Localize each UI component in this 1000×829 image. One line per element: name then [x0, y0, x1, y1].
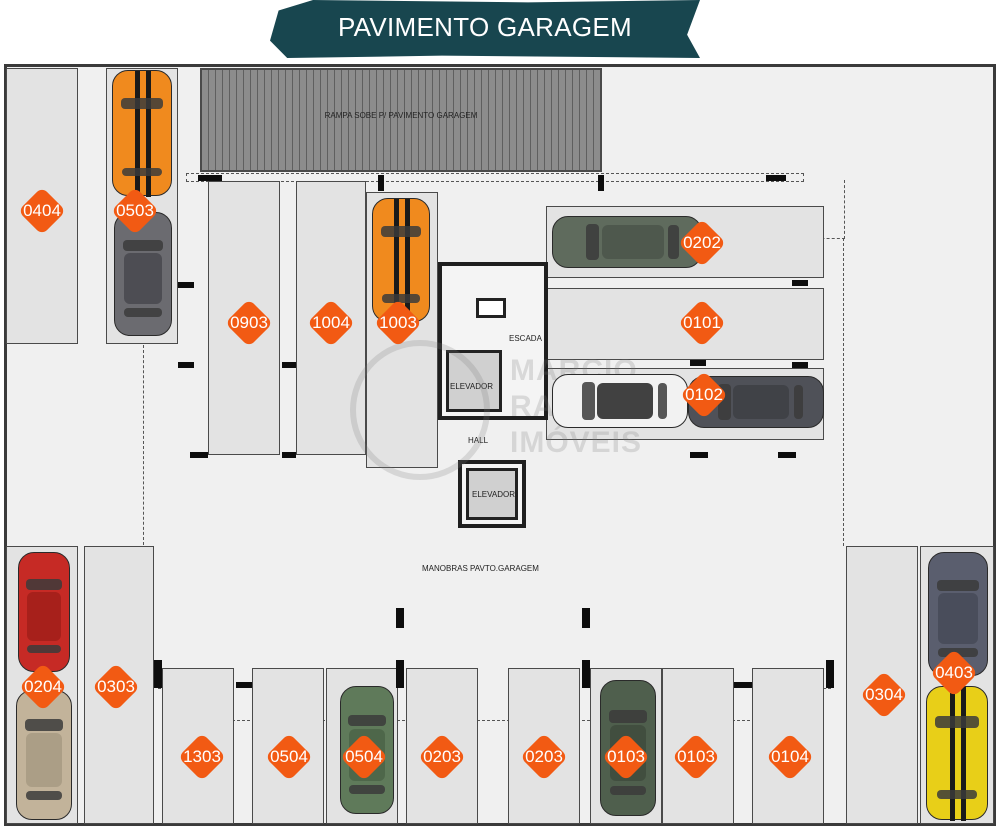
pillar: [396, 608, 404, 628]
pillar: [154, 660, 162, 688]
spot-badge-0303: 0303: [91, 662, 141, 712]
pillar: [582, 608, 590, 628]
pillar: [396, 660, 404, 688]
stairs-label: ESCADA: [509, 334, 542, 343]
spot-badge-0104: 0104: [765, 732, 815, 782]
elevator-lower-label: ELEVADOR: [472, 490, 515, 499]
watermark-emblem: [350, 340, 490, 480]
circulation-line: [143, 345, 144, 545]
spot-badge-0503: 0503: [110, 186, 160, 236]
stair-landing: [476, 298, 506, 318]
spot-badge-1303: 1303: [177, 732, 227, 782]
pillar: [178, 282, 194, 288]
car-red: [18, 552, 70, 672]
car-white: [552, 374, 688, 428]
pillar: [198, 175, 222, 181]
pillar: [282, 452, 296, 458]
spot-badge-0203: 0203: [417, 732, 467, 782]
pillar: [826, 660, 834, 688]
pillar: [690, 360, 706, 366]
pillar: [582, 660, 590, 688]
ramp: [200, 68, 602, 172]
spot-badge-0202: 0202: [677, 218, 727, 268]
pillar: [282, 362, 296, 368]
pillar: [690, 452, 708, 458]
pillar: [598, 175, 604, 191]
spot-badge-0404: 0404: [17, 186, 67, 236]
pillar: [236, 682, 252, 688]
elevator-lower: [466, 468, 518, 520]
spot-badge-0103: 0103: [601, 732, 651, 782]
spot-badge-1003: 1003: [373, 298, 423, 348]
spot-badge-0504: 0504: [339, 732, 389, 782]
circulation-line: [212, 720, 780, 721]
spot-badge-0903: 0903: [224, 298, 274, 348]
ramp-label: RAMPA SOBE P/ PAVIMENTO GARAGEM: [324, 111, 478, 120]
spot-badge-0304: 0304: [859, 670, 909, 720]
pillar: [766, 175, 786, 181]
spot-badge-0204: 0204: [18, 662, 68, 712]
spot-badge-0504: 0504: [264, 732, 314, 782]
spot-badge-1004: 1004: [306, 298, 356, 348]
title-banner: [270, 0, 700, 58]
pillar: [178, 362, 194, 368]
pillar: [378, 175, 384, 191]
pillar: [778, 452, 796, 458]
car-yellow: [926, 686, 988, 821]
pillar: [792, 362, 808, 368]
spot-badge-0103: 0103: [671, 732, 721, 782]
pillar: [190, 452, 208, 458]
circulation-line: [843, 238, 844, 546]
ramp-threshold: [186, 173, 804, 182]
spot-badge-0102: 0102: [679, 370, 729, 420]
spot-badge-0203: 0203: [519, 732, 569, 782]
pillar: [734, 682, 752, 688]
maneuvers-label: MANOBRAS PAVTO.GARAGEM: [422, 564, 539, 573]
pillar: [792, 280, 808, 286]
car-orange: [112, 70, 172, 197]
watermark-line: IMÓVEIS: [510, 426, 643, 459]
spot-badge-0403: 0403: [929, 648, 979, 698]
spot-badge-0101: 0101: [677, 298, 727, 348]
page-title: PAVIMENTO GARAGEM: [337, 12, 633, 42]
